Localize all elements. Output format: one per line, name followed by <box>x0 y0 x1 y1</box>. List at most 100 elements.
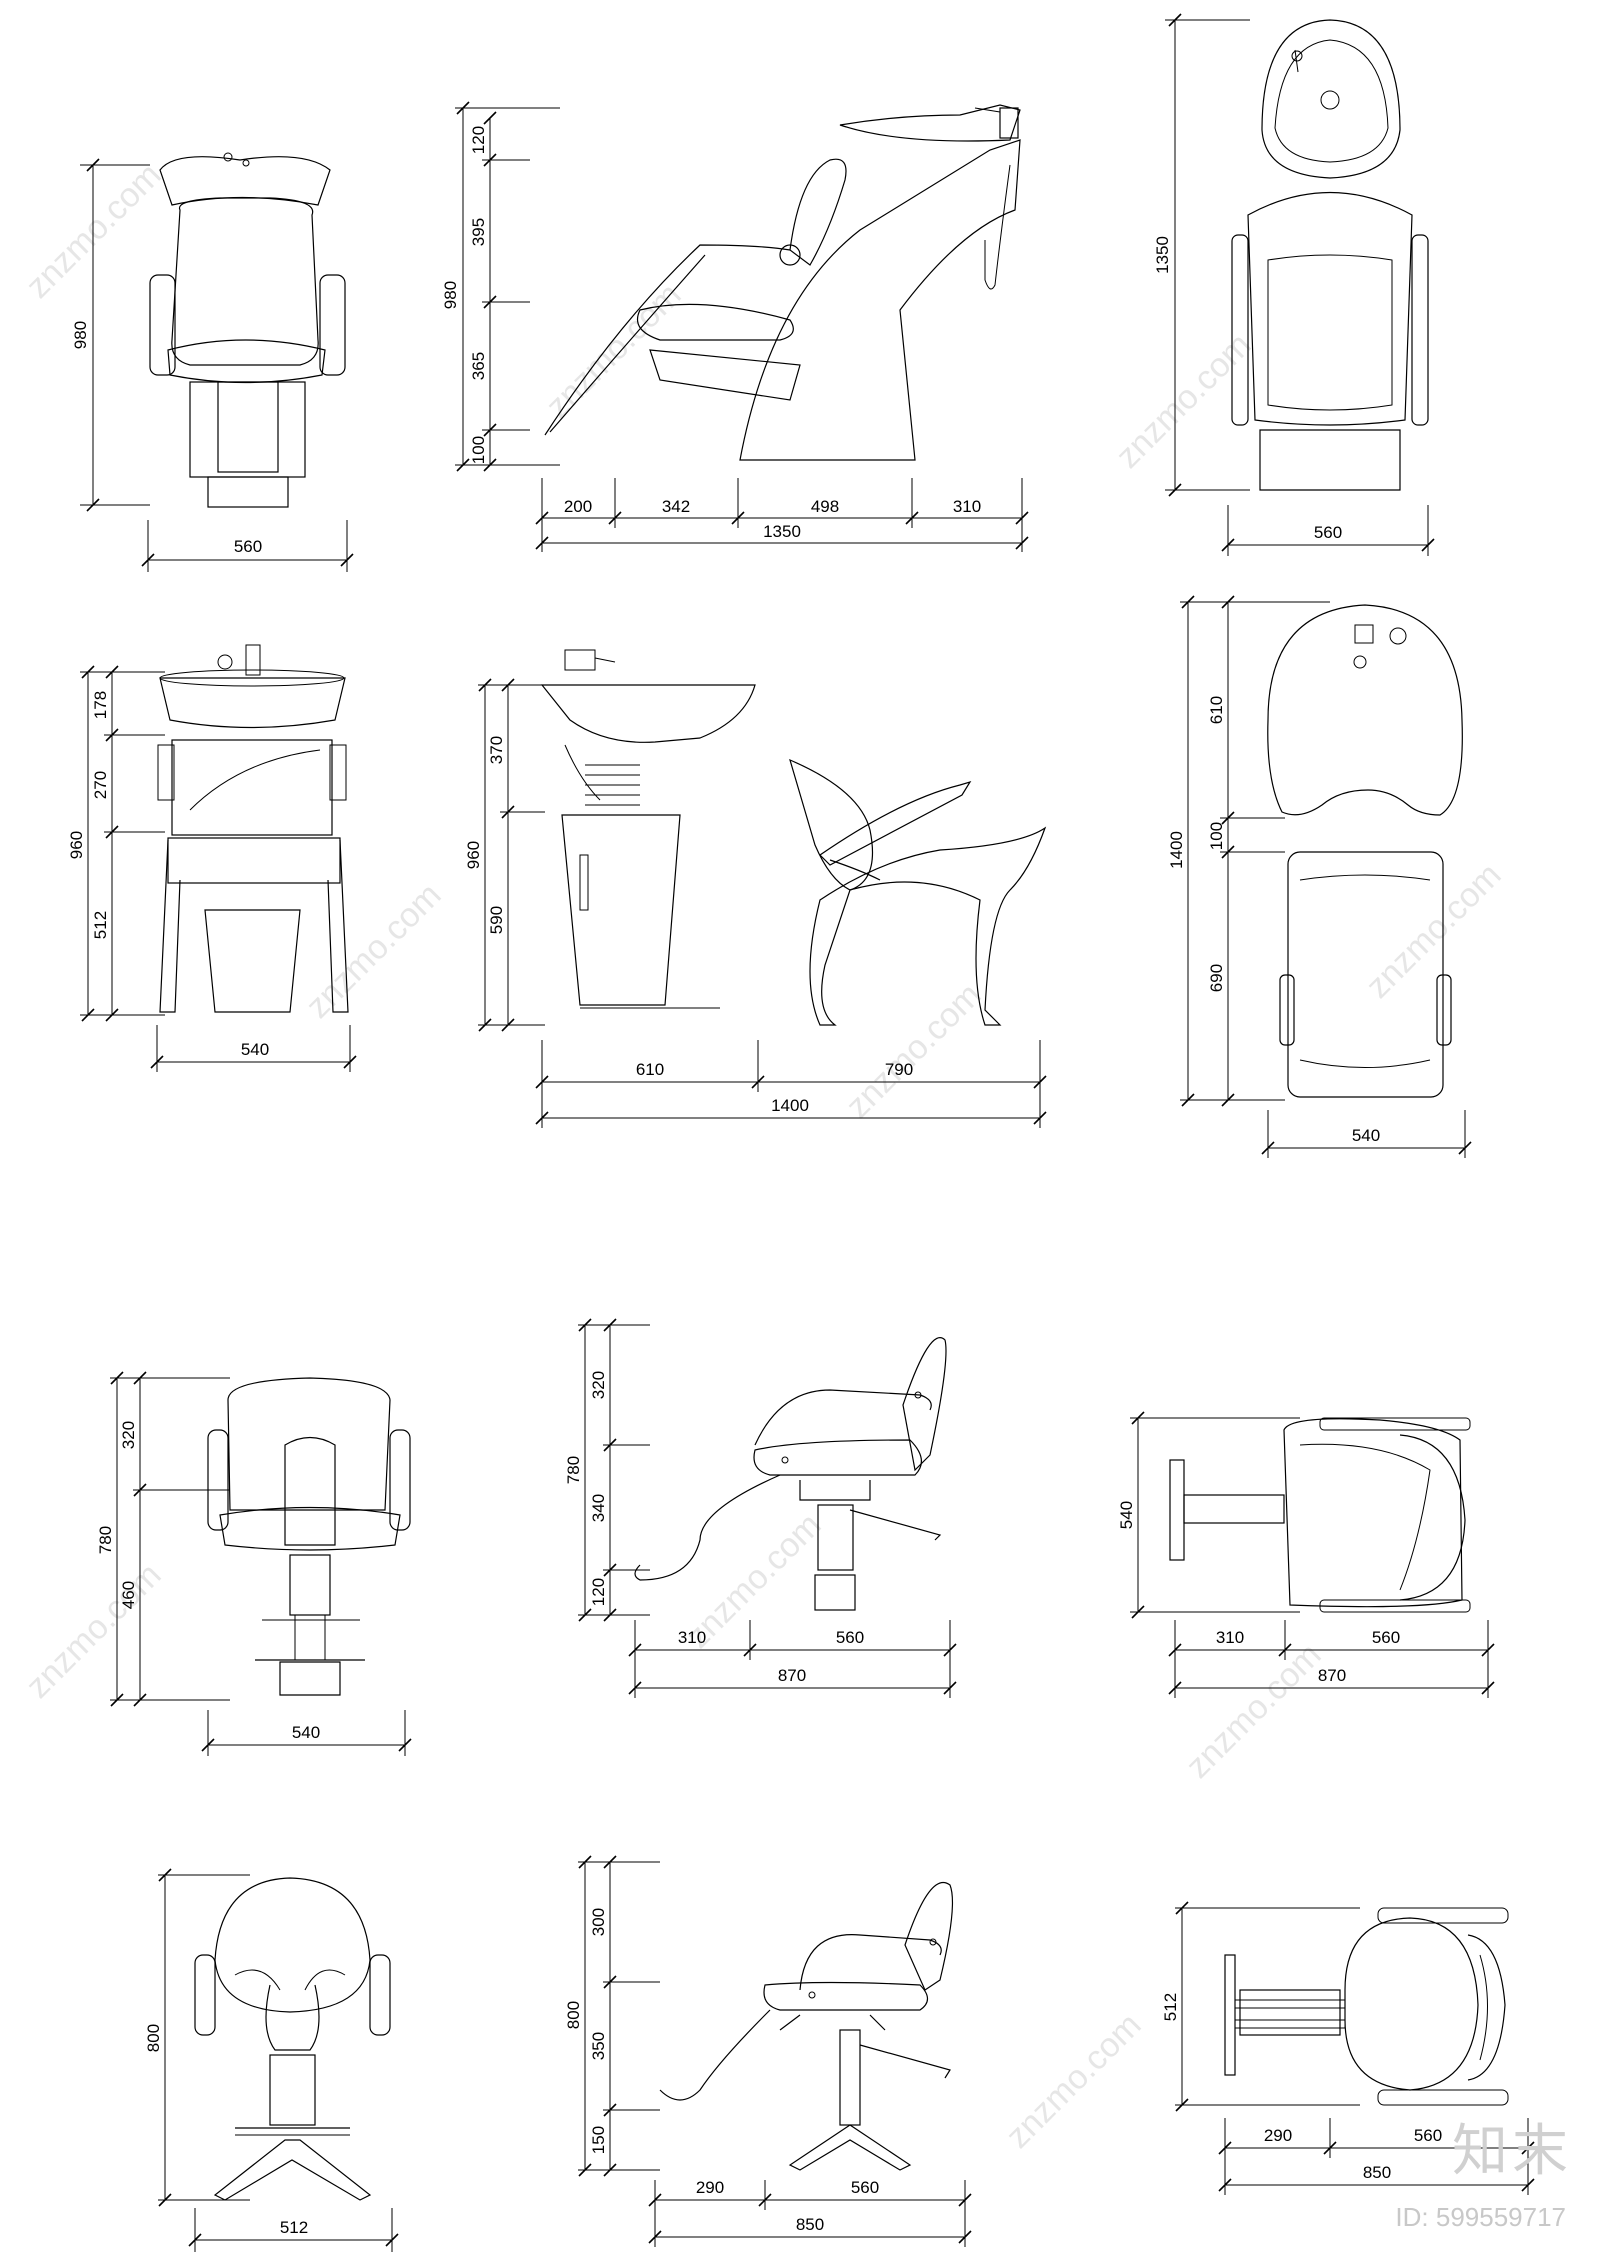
brand-logo: 知末 <box>1452 2119 1572 2184</box>
dimension-wash-top-height: 1350 <box>1153 13 1250 497</box>
dimension-label: 498 <box>811 497 839 516</box>
dimension-label: 460 <box>119 1581 138 1609</box>
dimension-label: 310 <box>1216 1628 1244 1647</box>
dimension-label: 1350 <box>763 522 801 541</box>
dimension-chairA-side-vertical: 780 320 340 120 <box>564 1318 650 1622</box>
dimension-label: 120 <box>469 126 488 154</box>
styling-chair-b-top-view <box>1224 1907 1509 2106</box>
dimension-label: 790 <box>885 1060 913 1079</box>
dimension-label: 850 <box>796 2215 824 2234</box>
dimension-chairB-front-vertical: 800 <box>144 1868 250 2207</box>
watermark-text: znzmo.com <box>1179 1636 1329 1786</box>
dimension-label: 800 <box>564 2001 583 2029</box>
dimension-label: 350 <box>589 2032 608 2060</box>
wash-basin-side-view <box>540 649 756 1009</box>
dimension-label: 980 <box>71 321 90 349</box>
dimension-label: 560 <box>851 2178 879 2197</box>
dimension-chairA-side-horizontal: 310 560 870 <box>628 1620 957 1698</box>
watermark-text: znzmo.com <box>19 1556 169 1706</box>
dimension-chairA-front-vertical: 780 320 460 <box>96 1371 230 1707</box>
dimension-label: 270 <box>91 771 110 799</box>
dimension-chairA-top-horizontal: 310 560 870 <box>1168 1620 1495 1698</box>
watermark-text: znzmo.com <box>839 976 989 1126</box>
dimension-chairB-side-vertical: 800 300 350 150 <box>564 1855 660 2177</box>
dimension-label: 610 <box>1207 696 1226 724</box>
dimension-label: 365 <box>469 352 488 380</box>
styling-chair-a-top-view <box>1169 1417 1471 1613</box>
dimension-label: 1400 <box>771 1096 809 1115</box>
dimension-label: 560 <box>234 537 262 556</box>
dimension-chairB-front-width: 512 <box>188 2208 399 2252</box>
dimension-label: 100 <box>1207 822 1226 850</box>
dimension-label: 960 <box>67 831 86 859</box>
dimension-label: 690 <box>1207 964 1226 992</box>
dimension-label: 300 <box>589 1908 608 1936</box>
dimension-label: 870 <box>1318 1666 1346 1685</box>
dimension-label: 342 <box>662 497 690 516</box>
dimension-label: 870 <box>778 1666 806 1685</box>
dimension-label: 850 <box>1363 2163 1391 2182</box>
dimension-basin-front-vertical: 960 178 270 512 <box>67 665 165 1022</box>
watermark-layer: znzmo.com znzmo.com znzmo.com znzmo.com … <box>19 156 1509 2156</box>
dimension-label: 512 <box>280 2218 308 2237</box>
dimension-label: 540 <box>292 1723 320 1742</box>
dimension-label: 200 <box>564 497 592 516</box>
dimension-wash-side-horizontal: 200 342 498 310 1350 <box>535 478 1029 552</box>
dimension-wash-front-height: 980 <box>71 158 150 512</box>
dimension-label: 1400 <box>1167 831 1186 869</box>
dimension-label: 960 <box>464 841 483 869</box>
dimension-label: 320 <box>589 1371 608 1399</box>
dimension-label: 120 <box>589 1578 608 1606</box>
dimension-label: 320 <box>119 1421 138 1449</box>
wash-basin-front-view <box>157 644 349 1013</box>
watermark-text: znzmo.com <box>1109 326 1259 476</box>
image-id-label: ID: 599559717 <box>1395 2202 1566 2232</box>
dimension-label: 800 <box>144 2024 163 2052</box>
dimension-label: 780 <box>96 1526 115 1554</box>
dimension-wash-top-width: 560 <box>1221 505 1435 556</box>
dimension-chairB-top-horizontal: 290 560 850 <box>1218 2118 1535 2195</box>
dimension-label: 290 <box>696 2178 724 2197</box>
dimension-chairA-front-width: 540 <box>201 1710 412 1756</box>
dimension-basin-side-horizontal: 610 790 1400 <box>535 1040 1047 1128</box>
watermark-text: znzmo.com <box>999 2006 1149 2156</box>
dimension-label: 150 <box>589 2126 608 2154</box>
dimension-wash-side-vertical: 980 120 395 365 100 <box>441 101 560 472</box>
shampoo-chair-front-view <box>149 152 346 508</box>
watermark-text: znzmo.com <box>1359 856 1509 1006</box>
dimension-wash-front-width: 560 <box>141 520 354 572</box>
dimension-label: 512 <box>1161 1993 1180 2021</box>
dimension-label: 560 <box>1414 2126 1442 2145</box>
dimension-label: 310 <box>953 497 981 516</box>
dimension-basin-front-width: 540 <box>150 1025 357 1072</box>
styling-chair-b-front-view <box>194 1877 391 2201</box>
dimension-label: 560 <box>1314 523 1342 542</box>
dimension-basin-top-width: 540 <box>1261 1110 1472 1158</box>
dimension-label: 512 <box>91 911 110 939</box>
dimension-basin-side-vertical: 960 370 590 <box>464 678 545 1032</box>
shampoo-chair-side-view <box>544 104 1021 461</box>
styling-chair-a-front-view <box>207 1377 411 1696</box>
dimension-label: 590 <box>487 906 506 934</box>
dimension-label: 540 <box>1352 1126 1380 1145</box>
dimension-label: 610 <box>636 1060 664 1079</box>
lounge-chair-side-view <box>789 758 1047 1026</box>
dimension-label: 340 <box>589 1494 608 1522</box>
styling-chair-a-side-view <box>634 1337 947 1611</box>
dimension-label: 540 <box>1117 1501 1136 1529</box>
shampoo-chair-top-view <box>1231 19 1429 491</box>
dimension-label: 310 <box>678 1628 706 1647</box>
dimension-label: 560 <box>836 1628 864 1647</box>
dimension-label: 290 <box>1264 2126 1292 2145</box>
dimension-label: 178 <box>91 691 110 719</box>
dimension-label: 560 <box>1372 1628 1400 1647</box>
lounge-chair-top-view <box>1279 851 1452 1098</box>
watermark-text: znzmo.com <box>299 876 449 1026</box>
dimension-label: 980 <box>441 281 460 309</box>
dimension-label: 100 <box>469 436 488 464</box>
dimension-label: 540 <box>241 1040 269 1059</box>
dimension-chairB-side-horizontal: 290 560 850 <box>648 2178 972 2247</box>
styling-chair-b-side-view <box>659 1882 954 2171</box>
dimension-label: 1350 <box>1153 236 1172 274</box>
